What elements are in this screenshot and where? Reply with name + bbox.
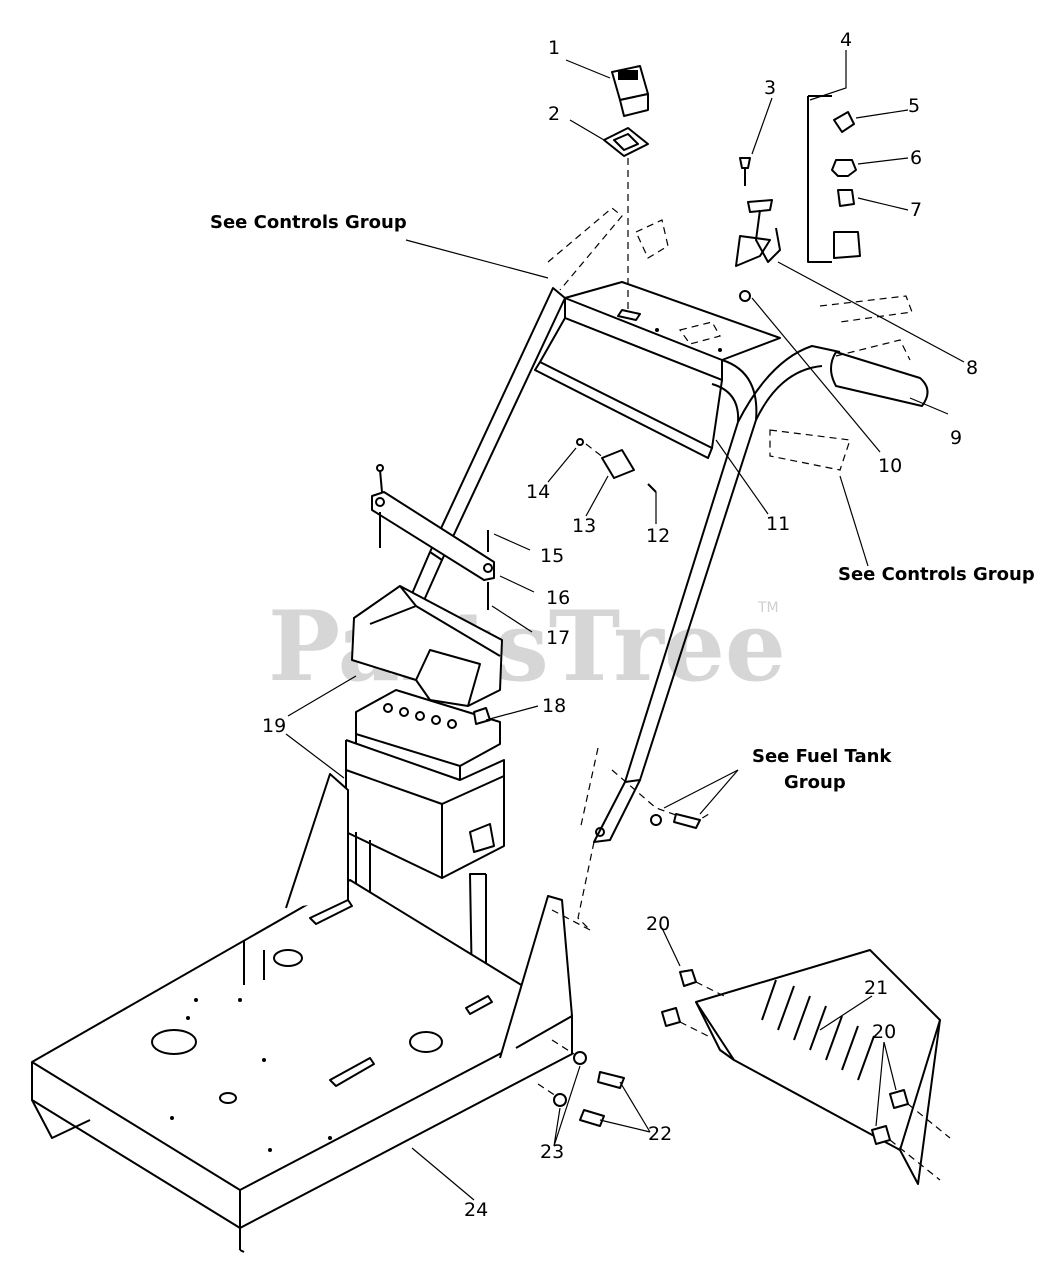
callout-18: 18 xyxy=(542,695,566,717)
watermark-trademark: TM xyxy=(757,600,779,616)
watermark: PartsTree TM xyxy=(268,590,786,703)
bolt-3 xyxy=(739,157,751,186)
callout-12: 12 xyxy=(646,525,670,547)
callout-17: 17 xyxy=(546,627,570,649)
watermark-text: PartsTree xyxy=(268,590,786,703)
base-24 xyxy=(31,773,573,1253)
callout-4: 4 xyxy=(840,29,852,51)
leader-lines xyxy=(285,50,965,1201)
callout-15: 15 xyxy=(540,545,564,567)
callout-10: 10 xyxy=(878,455,902,477)
callout-13: 13 xyxy=(572,515,596,537)
callout-7: 7 xyxy=(910,199,922,221)
plate-13 xyxy=(576,438,657,493)
bezel-2 xyxy=(603,127,649,157)
callout-20b: 20 xyxy=(872,1021,896,1043)
callout-24: 24 xyxy=(464,1199,488,1221)
callout-21: 21 xyxy=(864,977,888,999)
caption-see-controls-top: See Controls Group xyxy=(210,212,407,233)
ignition-parts-4 xyxy=(807,95,861,263)
battery-18 xyxy=(355,689,501,781)
callout-8: 8 xyxy=(966,357,978,379)
callout-16: 16 xyxy=(546,587,570,609)
callout-5: 5 xyxy=(908,95,920,117)
callout-11: 11 xyxy=(766,513,790,535)
captions: See Controls Group See Controls Group Se… xyxy=(210,212,1035,793)
switch-1 xyxy=(611,65,649,117)
callout-1: 1 xyxy=(548,37,560,59)
handle-assembly xyxy=(404,207,929,843)
callout-23: 23 xyxy=(540,1141,564,1163)
callout-labels: 1 2 3 4 5 6 7 8 9 10 11 12 13 14 15 16 1… xyxy=(262,29,978,1221)
callout-2: 2 xyxy=(548,103,560,125)
shield-21 xyxy=(661,949,951,1185)
throttle-lever-8 xyxy=(735,199,781,302)
caption-see-fuel-tank-1: See Fuel Tank xyxy=(752,746,892,767)
callout-19: 19 xyxy=(262,715,286,737)
callout-3: 3 xyxy=(764,77,776,99)
battery-cover-19 xyxy=(351,585,503,707)
callout-14: 14 xyxy=(526,481,550,503)
callout-20a: 20 xyxy=(646,913,670,935)
caption-see-controls-right: See Controls Group xyxy=(838,564,1035,585)
callout-9: 9 xyxy=(950,427,962,449)
callout-22: 22 xyxy=(648,1123,672,1145)
shield-slots xyxy=(761,979,875,1081)
battery-holddown xyxy=(371,464,495,610)
callout-6: 6 xyxy=(910,147,922,169)
caption-see-fuel-tank-2: Group xyxy=(784,772,846,793)
bolts-22-23 xyxy=(537,1039,625,1127)
